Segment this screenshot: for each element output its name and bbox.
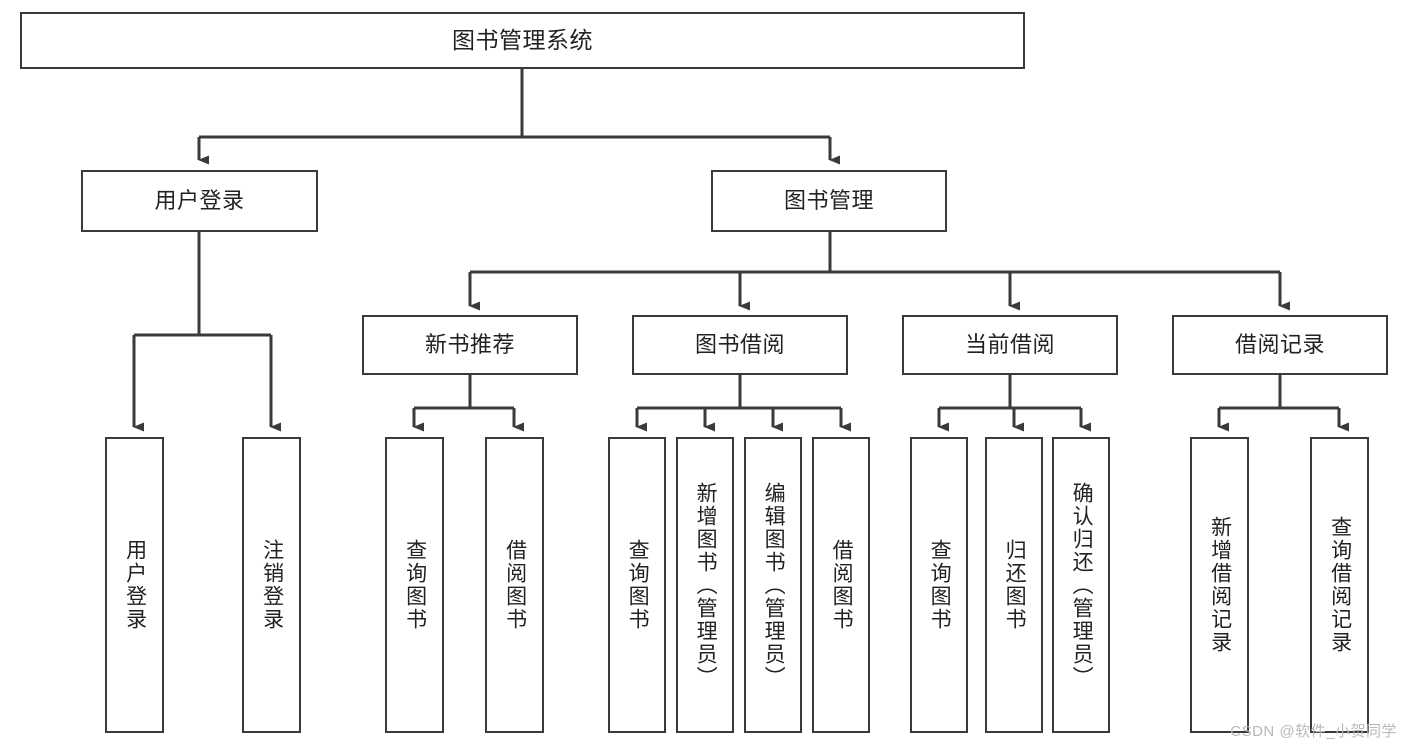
node-leaf-current-confirm-return[interactable]: 确认归还（管理员） xyxy=(1052,437,1110,733)
node-leaf-current-query-book[interactable]: 查询图书 xyxy=(910,437,968,733)
node-user-login[interactable]: 用户登录 xyxy=(81,170,318,232)
node-root-system[interactable]: 图书管理系统 xyxy=(20,12,1025,69)
node-label: 借阅记录 xyxy=(1234,331,1325,357)
watermark-text: CSDN @软件_小贺同学 xyxy=(1230,723,1397,740)
node-label: 查询图书 xyxy=(928,539,952,631)
node-label: 图书管理系统 xyxy=(452,26,593,53)
node-label: 用户登录 xyxy=(154,187,245,213)
node-current-borrow[interactable]: 当前借阅 xyxy=(902,315,1118,375)
node-label: 借阅图书 xyxy=(503,539,527,631)
node-new-book-rec[interactable]: 新书推荐 xyxy=(362,315,578,375)
node-label: 查询图书 xyxy=(403,539,427,631)
node-book-borrow[interactable]: 图书借阅 xyxy=(632,315,848,375)
node-leaf-borrow-lend-book[interactable]: 借阅图书 xyxy=(812,437,870,733)
node-label: 查询图书 xyxy=(626,539,650,631)
node-leaf-user-logout[interactable]: 注销登录 xyxy=(242,437,301,733)
node-label: 借阅图书 xyxy=(830,539,854,631)
node-leaf-user-login[interactable]: 用户登录 xyxy=(105,437,164,733)
node-label: 注销登录 xyxy=(260,539,284,631)
node-label: 新增图书（管理员） xyxy=(694,481,718,689)
node-leaf-borrow-edit-book[interactable]: 编辑图书（管理员） xyxy=(744,437,802,733)
node-leaf-record-search[interactable]: 查询借阅记录 xyxy=(1310,437,1369,733)
node-book-manage[interactable]: 图书管理 xyxy=(711,170,947,232)
node-label: 编辑图书（管理员） xyxy=(762,481,786,689)
node-borrow-record[interactable]: 借阅记录 xyxy=(1172,315,1388,375)
node-label: 图书管理 xyxy=(783,187,874,213)
node-label: 用户登录 xyxy=(123,539,147,631)
node-label: 图书借阅 xyxy=(694,331,785,357)
node-leaf-borrow-add-book[interactable]: 新增图书（管理员） xyxy=(676,437,734,733)
node-leaf-borrow-query-book[interactable]: 查询图书 xyxy=(608,437,666,733)
node-leaf-rec-borrow-book[interactable]: 借阅图书 xyxy=(485,437,544,733)
node-label: 新增借阅记录 xyxy=(1208,516,1232,654)
node-leaf-current-return-book[interactable]: 归还图书 xyxy=(985,437,1043,733)
node-label: 确认归还（管理员） xyxy=(1070,481,1094,689)
node-label: 查询借阅记录 xyxy=(1328,516,1352,654)
node-label: 新书推荐 xyxy=(424,331,515,357)
node-label: 当前借阅 xyxy=(964,331,1055,357)
node-label: 归还图书 xyxy=(1003,539,1027,631)
node-leaf-rec-query-book[interactable]: 查询图书 xyxy=(385,437,444,733)
node-leaf-record-add[interactable]: 新增借阅记录 xyxy=(1190,437,1249,733)
